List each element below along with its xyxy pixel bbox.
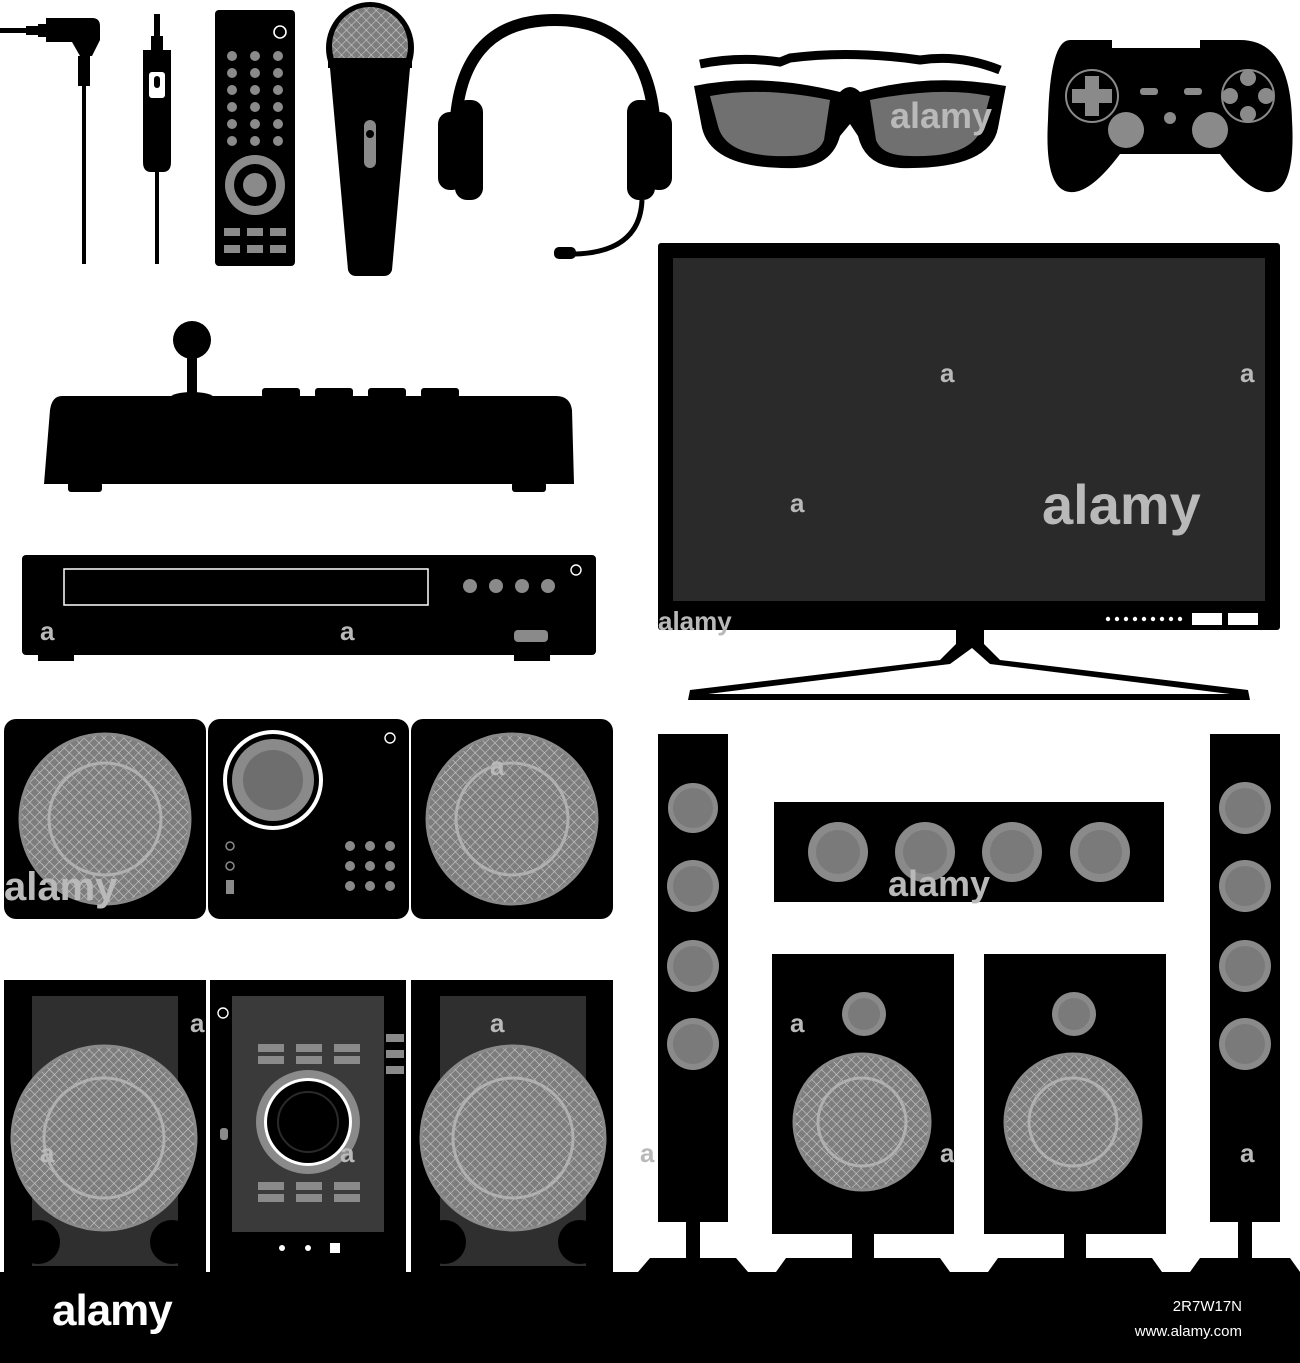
audio-jack-icon	[0, 18, 100, 264]
remote-key	[227, 136, 237, 146]
watermark-glyph: a	[1240, 1138, 1255, 1168]
headset-icon	[438, 13, 672, 259]
footer-logo[interactable]: alamy	[52, 1286, 173, 1335]
stock-footer-bar: alamy 2R7W17N www.alamy.com	[0, 1272, 1300, 1363]
remote-control-icon	[215, 10, 295, 266]
remote-key	[250, 102, 260, 112]
microphone-icon	[326, 2, 414, 276]
remote-key	[250, 136, 260, 146]
remote-key	[227, 51, 237, 61]
mic-jack-icon	[143, 14, 171, 264]
watermark-glyph: a	[340, 1138, 355, 1168]
remote-key	[273, 51, 283, 61]
watermark-text: alamy	[1042, 473, 1201, 536]
watermark-glyph: a	[640, 1138, 655, 1168]
watermark-glyph: a	[340, 616, 355, 646]
watermark-glyph: a	[940, 1138, 955, 1168]
watermark-glyph: a	[190, 1008, 205, 1038]
dvd-player-icon	[22, 555, 596, 661]
remote-key	[250, 68, 260, 78]
remote-key	[273, 85, 283, 95]
remote-key	[273, 68, 283, 78]
remote-key	[227, 119, 237, 129]
home-theater-speakers-icon	[638, 734, 1300, 1272]
flat-tv-icon	[658, 243, 1280, 700]
watermark-text: alamy	[658, 606, 732, 636]
watermark-glyph: a	[490, 1008, 505, 1038]
watermark-glyph: a	[790, 1008, 805, 1038]
remote-key	[250, 119, 260, 129]
remote-key	[273, 102, 283, 112]
remote-key	[227, 85, 237, 95]
watermark-text: alamy	[4, 865, 118, 909]
watermark-glyph: a	[940, 358, 955, 388]
watermark-text: alamy	[890, 95, 992, 136]
remote-key	[273, 119, 283, 129]
watermark-layer: alamy alamy alamy alamy alamy a a a a a …	[4, 95, 1255, 1168]
watermark-glyph: a	[490, 751, 505, 781]
remote-key	[273, 136, 283, 146]
3d-glasses-icon	[694, 49, 1006, 169]
site-url[interactable]: www.alamy.com	[1134, 1323, 1242, 1340]
micro-stereo-icon	[4, 719, 613, 919]
footer-meta: 2R7W17N www.alamy.com	[1135, 1294, 1242, 1344]
watermark-glyph: a	[790, 488, 805, 518]
watermark-glyph: a	[40, 1138, 55, 1168]
watermark-glyph: a	[1240, 358, 1255, 388]
image-id: 2R7W17N	[1172, 1298, 1242, 1315]
remote-key	[227, 102, 237, 112]
arcade-joystick-icon	[44, 321, 574, 492]
remote-key	[227, 68, 237, 78]
hifi-stereo-icon	[4, 980, 613, 1272]
remote-key	[250, 51, 260, 61]
watermark-text: alamy	[888, 863, 990, 904]
remote-key	[250, 85, 260, 95]
watermark-glyph: a	[40, 616, 55, 646]
illustration-canvas: alamy alamy alamy alamy alamy a a a a a …	[0, 2, 1300, 1272]
gamepad-icon	[1047, 40, 1293, 193]
